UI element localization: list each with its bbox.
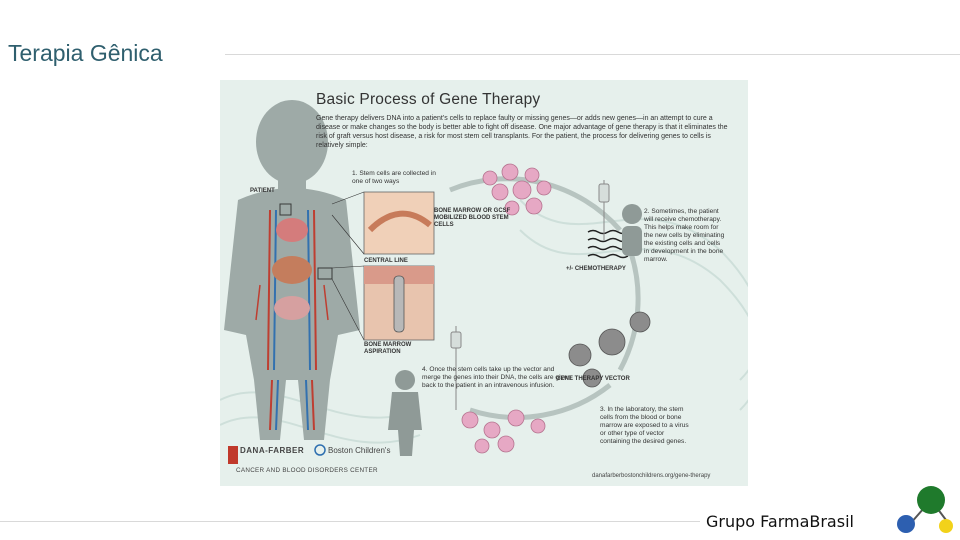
dana-farber-logo-text: DANA-FARBER xyxy=(240,446,304,455)
infographic-title: Basic Process of Gene Therapy xyxy=(316,91,540,109)
step-1-text: 1. Stem cells are collected in one of tw… xyxy=(352,170,440,186)
bone-marrow-label: BONE MARROW OR GCSF MOBILIZED BLOOD STEM… xyxy=(434,208,518,229)
aspiration-label: BONE MARROW ASPIRATION xyxy=(364,342,436,356)
brand-name: Grupo FarmaBrasil xyxy=(706,512,854,531)
central-line-label: CENTRAL LINE xyxy=(364,258,408,265)
title-divider xyxy=(225,54,960,55)
step-4-text: 4. Once the stem cells take up the vecto… xyxy=(422,366,572,390)
molecule-logo-icon xyxy=(894,480,960,538)
bottom-divider xyxy=(0,521,700,522)
boston-childrens-logo-text: Boston Children's xyxy=(328,446,390,455)
slide-title: Terapia Gênica xyxy=(8,40,163,67)
source-url: danafarberbostonchildrens.org/gene-thera… xyxy=(592,473,710,479)
gene-therapy-infographic: Basic Process of Gene Therapy Gene thera… xyxy=(220,80,748,486)
patient-label: PATIENT xyxy=(250,188,275,195)
infographic-intro: Gene therapy delivers DNA into a patient… xyxy=(316,114,736,150)
chemo-label: +/- CHEMOTHERAPY xyxy=(566,266,626,273)
step-3-text: 3. In the laboratory, the stem cells fro… xyxy=(600,406,690,446)
center-name: CANCER AND BLOOD DISORDERS CENTER xyxy=(236,467,378,474)
step-2-text: 2. Sometimes, the patient will receive c… xyxy=(644,208,726,264)
